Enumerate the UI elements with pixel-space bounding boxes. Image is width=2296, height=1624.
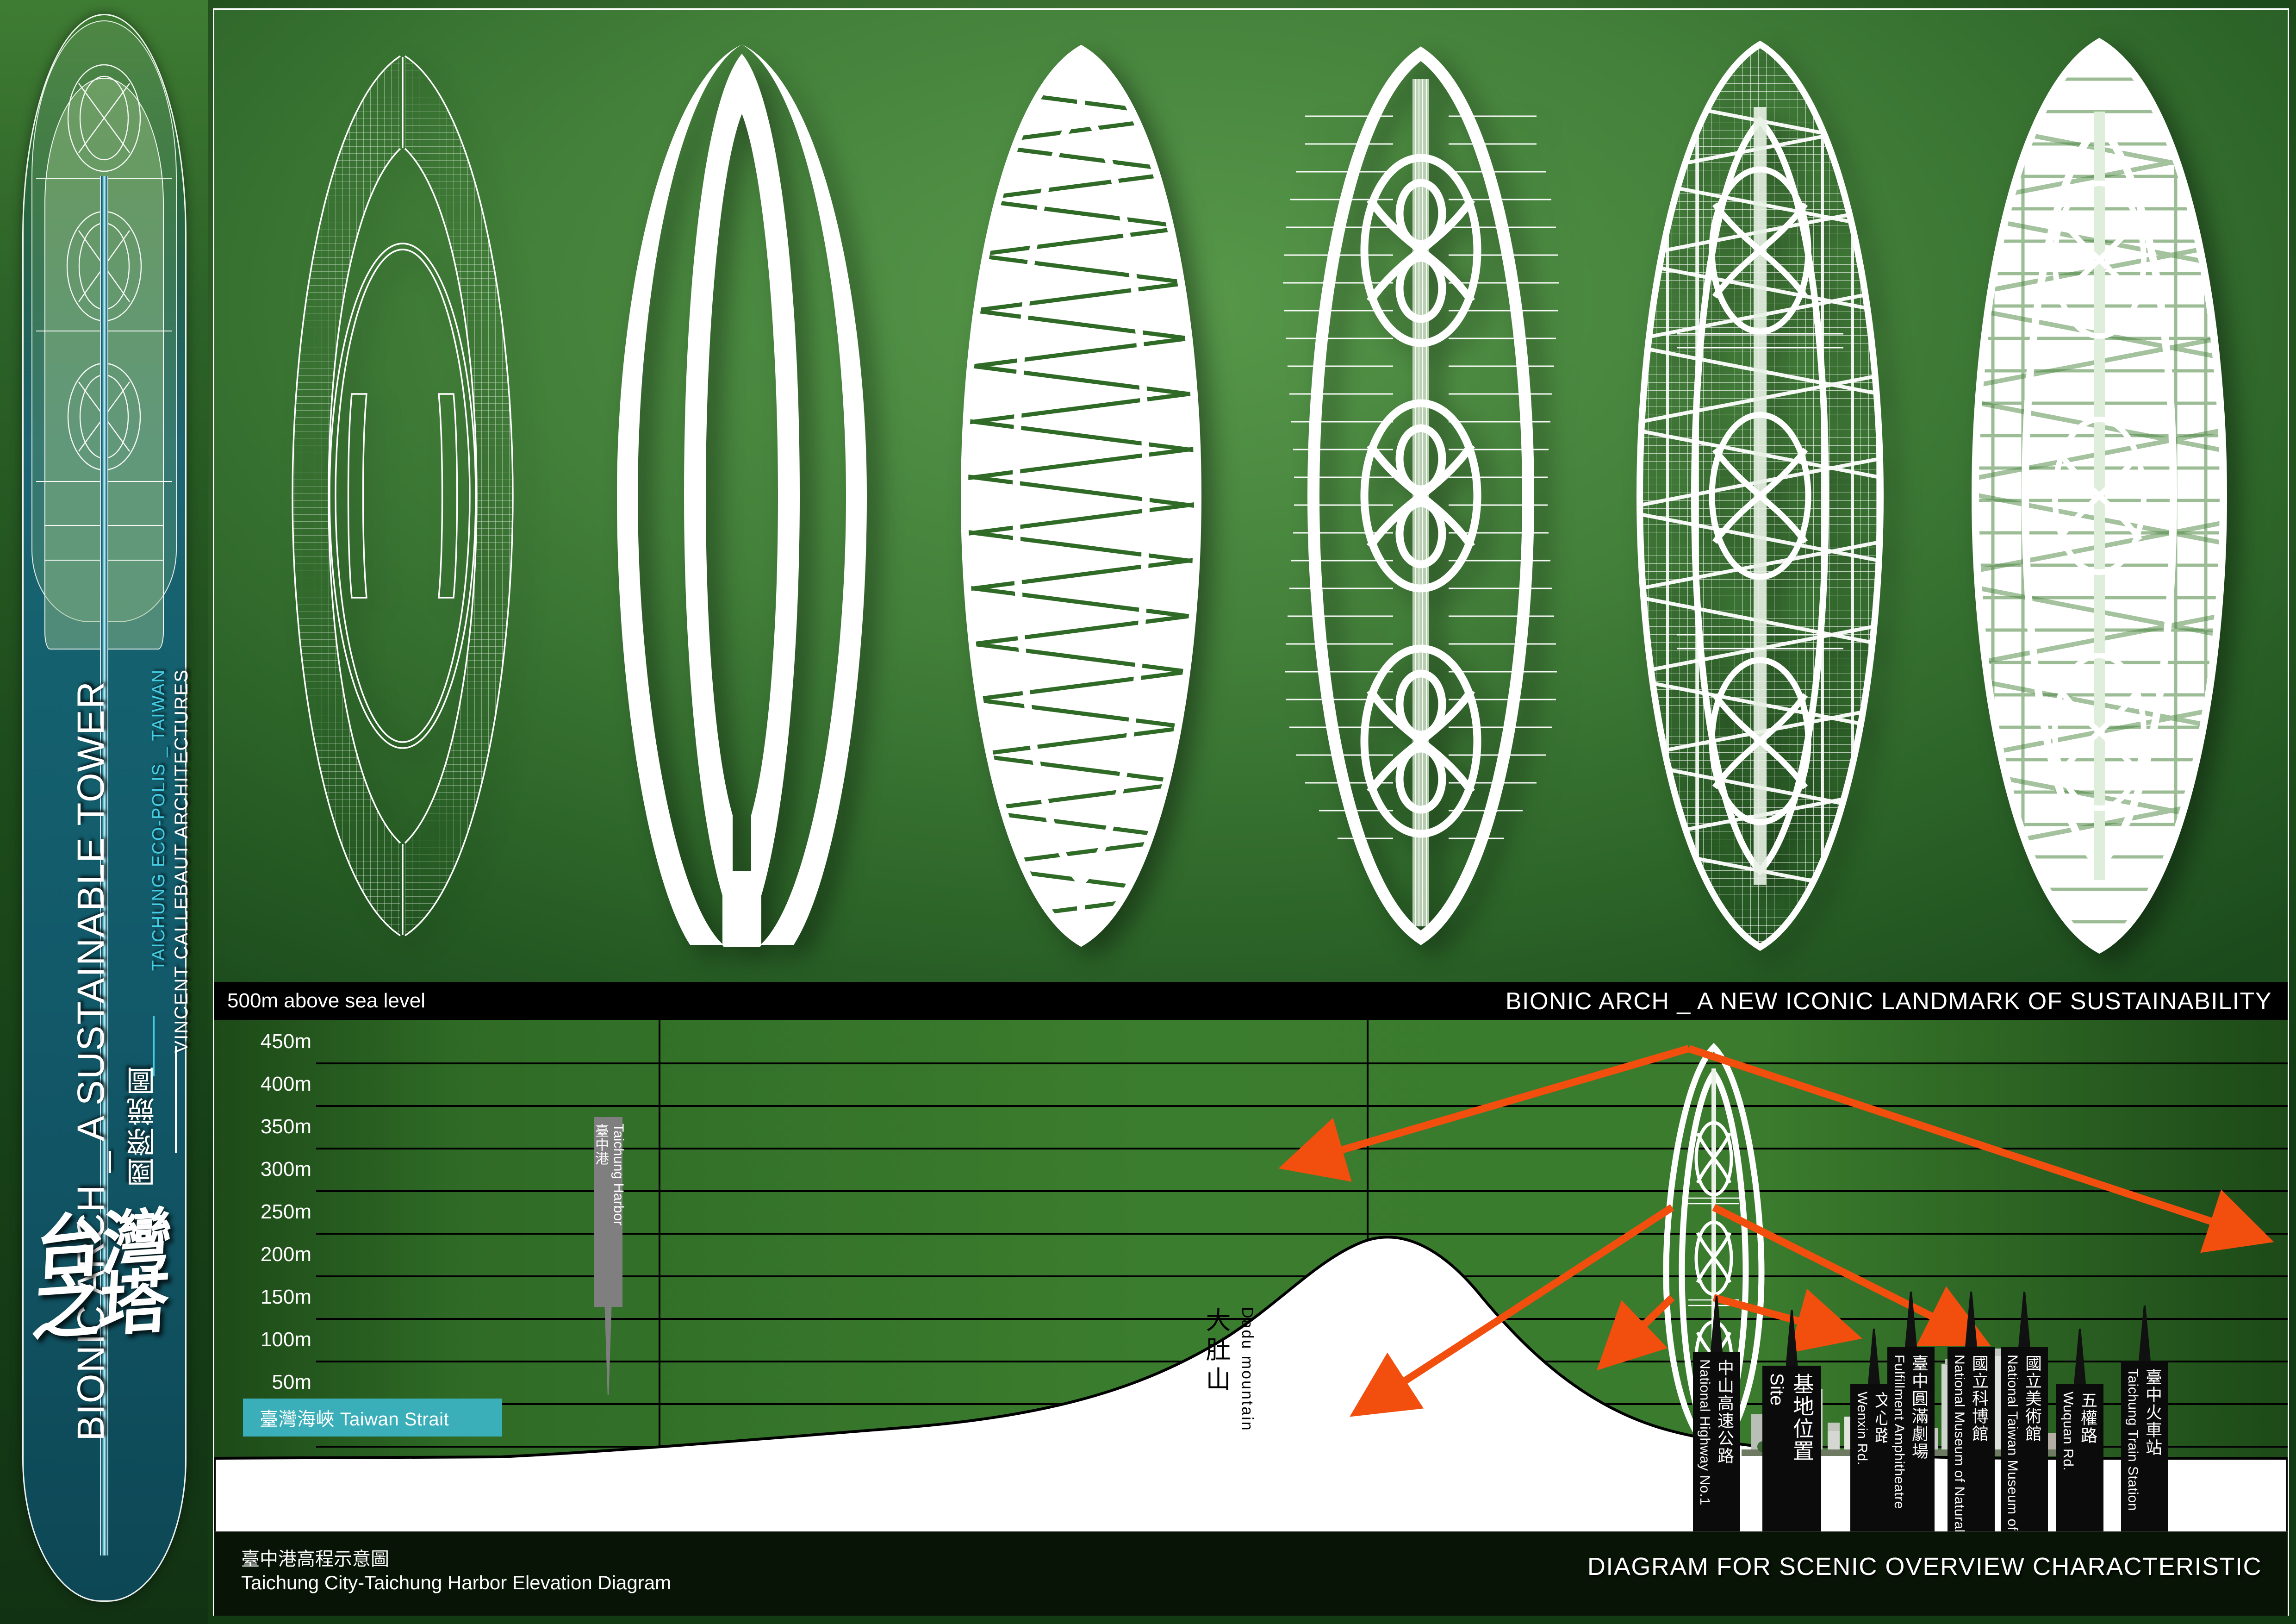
tower-study-solid-shell bbox=[598, 28, 885, 963]
axis-label-200: 200m bbox=[260, 1243, 311, 1266]
gridline-300 bbox=[316, 1190, 2288, 1192]
taichung-harbor-marker: 臺中港 Taichung Harbor bbox=[593, 1117, 626, 1395]
tower-study-core-and-pods bbox=[1277, 28, 1564, 963]
crosshair-left-dot bbox=[655, 1505, 663, 1512]
dadu-mountain-label: 大肚山 Dadu mountain bbox=[1198, 1307, 1347, 1432]
distance-tick-left bbox=[737, 1487, 739, 1513]
caption-cn: 臺中港高程示意圖 bbox=[241, 1549, 389, 1569]
axis-label-150: 150m bbox=[260, 1286, 311, 1308]
tower-study-row bbox=[214, 10, 2288, 982]
tower-study-wireframe bbox=[259, 28, 546, 963]
callout-label-cn: 五權路 bbox=[2078, 1392, 2097, 1444]
distance-cn: 約25公里 bbox=[1176, 1493, 1252, 1513]
callout-label-cn: 國立美術館 bbox=[2023, 1355, 2042, 1443]
axis-label-50: 50m bbox=[272, 1371, 311, 1393]
callout-label-cn: 臺中火車站 bbox=[2143, 1368, 2162, 1456]
gridline-250 bbox=[316, 1233, 2288, 1235]
crosshair-left bbox=[649, 1483, 669, 1534]
callout-label-en: Site bbox=[1767, 1373, 1787, 1406]
sidebar-title-panel: BIONIC ARCH _ A SUSTAINABLE TOWER 國際競圖 T… bbox=[0, 0, 208, 1624]
project-location: TAICHUNG ECO-POLIS _ TAIWAN bbox=[149, 669, 168, 971]
mountain-label-en: Dadu mountain bbox=[1238, 1307, 1256, 1432]
crosshair-right-dot bbox=[2243, 1505, 2250, 1512]
leaf-stem bbox=[100, 176, 108, 1555]
tower-study-diagonal-truss bbox=[938, 28, 1225, 963]
cyan-rule bbox=[153, 1016, 155, 1076]
callout-label-en: Wenxin Rd. bbox=[1854, 1392, 1870, 1466]
architect-credit: VINCENT CALLEBAUT ARCHITECTURES bbox=[171, 669, 192, 1053]
main-panel: 500m above sea level BIONIC ARCH _ A NEW… bbox=[213, 8, 2289, 1616]
elevation-headline: BIONIC ARCH _ A NEW ICONIC LANDMARK OF S… bbox=[1505, 988, 2272, 1015]
distance-tick-right bbox=[1689, 1487, 1691, 1513]
tower-final-integrated bbox=[1956, 28, 2243, 963]
caption-en: Taichung City-Taichung Harbor Elevation … bbox=[241, 1572, 672, 1593]
caption-headline: DIAGRAM FOR SCENIC OVERVIEW CHARACTERIST… bbox=[1587, 1553, 2262, 1580]
taiwan-strait-band: 臺灣海峽 Taiwan Strait bbox=[243, 1399, 502, 1437]
elevation-diagram: 500m above sea level BIONIC ARCH _ A NEW… bbox=[214, 982, 2288, 1616]
distance-line-left bbox=[737, 1499, 1015, 1501]
mountain-label-cn: 大肚山 bbox=[1201, 1307, 1231, 1396]
project-title-chinese: 國際競圖 bbox=[128, 1065, 160, 1187]
harbor-label-en: Taichung Harbor bbox=[611, 1124, 626, 1226]
taiwan-strait-label: 臺灣海峽 Taiwan Strait bbox=[260, 1409, 449, 1430]
tower-study-full-lattice bbox=[1617, 28, 1904, 963]
callout-label-cn: 臺中圓滿劇場 bbox=[1910, 1355, 1929, 1460]
callout-label-en: Fulfillment Amphitheatre bbox=[1892, 1355, 1907, 1509]
callout-label-cn: 國立科博館 bbox=[1970, 1355, 1989, 1443]
callout-label-en: Taichung Train Station bbox=[2125, 1368, 2140, 1511]
callout-label-cn: 中山高速公路 bbox=[1715, 1359, 1734, 1465]
callout-label-en: Wuquan Rd. bbox=[2060, 1392, 2076, 1471]
axis-label-300: 300m bbox=[260, 1158, 311, 1181]
harbor-label-cn: 臺中港 bbox=[593, 1124, 608, 1165]
axis-label-250: 250m bbox=[260, 1200, 311, 1223]
elevation-banner: 500m above sea level BIONIC ARCH _ A NEW… bbox=[214, 982, 2288, 1020]
axis-label-400: 400m bbox=[260, 1073, 311, 1095]
sea-level-label: 500m above sea level bbox=[227, 989, 426, 1012]
harbor-marker-tip bbox=[604, 1307, 612, 1395]
axis-label-350: 350m bbox=[260, 1115, 311, 1138]
callout-label-en: National Highway No.1 bbox=[1697, 1359, 1712, 1505]
gridline-200 bbox=[316, 1275, 2288, 1277]
callout-label-cn: 基地位置 bbox=[1790, 1373, 1814, 1462]
calligraphy-chinese: 台灣之塔 bbox=[29, 1199, 171, 1351]
crosshair-right bbox=[2237, 1483, 2256, 1534]
axis-label-100: 100m bbox=[260, 1328, 311, 1351]
white-rule bbox=[175, 1046, 177, 1153]
distance-line-right bbox=[1357, 1499, 1691, 1501]
axis-label-450: 450m bbox=[260, 1030, 311, 1053]
elevation-caption: 臺中港高程示意圖 Taichung City-Taichung Harbor E… bbox=[214, 1531, 2288, 1616]
vertical-tick-1 bbox=[659, 1020, 660, 1616]
